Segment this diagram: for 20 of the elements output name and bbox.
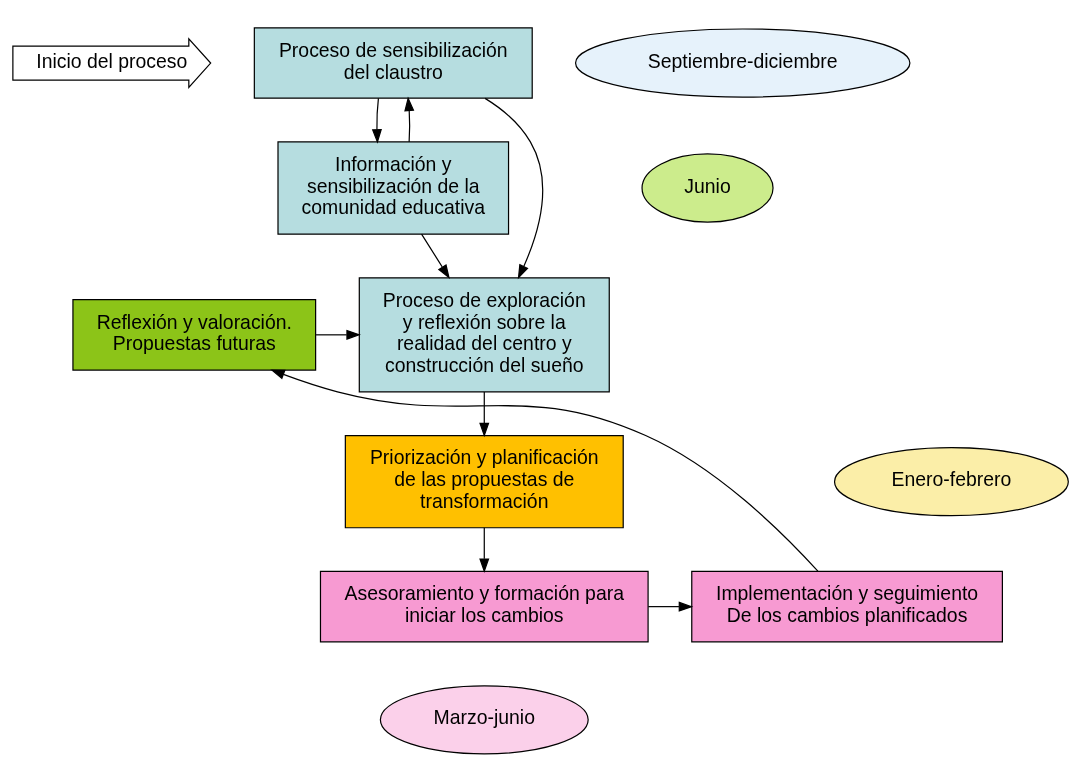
arrow bbox=[420, 233, 450, 279]
node-box: Proceso de sensibilización del claustro bbox=[253, 26, 533, 99]
node-box: Implementación y seguimiento De los cambios planificados bbox=[691, 570, 1003, 642]
node-box: Información y sensibilización de la comunidad educativa bbox=[277, 140, 510, 235]
arrow bbox=[479, 390, 490, 437]
node-box: Asesoramiento y formación para iniciar los cambios bbox=[319, 570, 649, 642]
node-ellipse: Enero-febrero bbox=[833, 446, 1069, 516]
node-ellipse: Junio bbox=[641, 152, 774, 223]
node-ellipse: Septiembre-diciembre bbox=[574, 27, 911, 98]
arrow bbox=[371, 97, 382, 144]
arrow bbox=[315, 329, 361, 340]
node-box: Proceso de exploración y reflexión sobre la realidad del centro y construcción del sueño bbox=[358, 276, 610, 392]
node-box: Priorización y planificación de las propuestas de transformación bbox=[344, 434, 624, 528]
arrow bbox=[479, 526, 490, 573]
arrow bbox=[647, 601, 694, 612]
arrow bbox=[404, 96, 415, 142]
arrow bbox=[270, 368, 819, 572]
node-ellipse: Marzo-junio bbox=[379, 684, 589, 754]
node-box: Reflexión y valoración. Propuestas futuras bbox=[72, 298, 317, 371]
arrow bbox=[484, 97, 544, 279]
